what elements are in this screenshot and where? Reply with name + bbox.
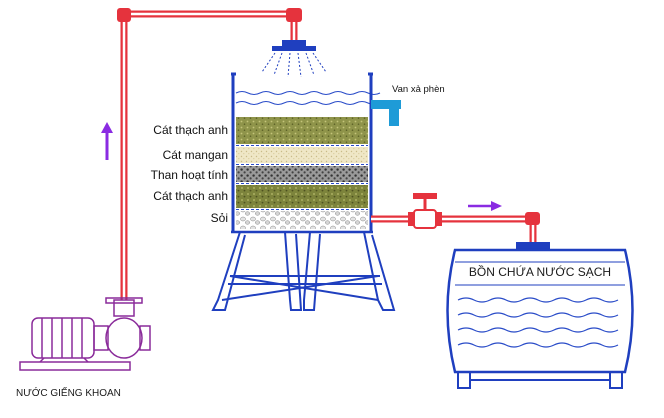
layer-label: Cát thạch anh [153,123,228,137]
pump-icon [19,297,151,371]
layer-quartz-sand [236,117,368,144]
pump-label: NƯỚC GIẾNG KHOAN [16,386,121,399]
flow-arrow-up-icon [101,122,113,160]
layer-label: Cát thạch anh [153,189,228,203]
layer-label: Than hoạt tính [151,168,228,182]
layer-labels: Cát thạch anh Cát mangan Than hoạt tính … [151,123,228,225]
layer-label: Cát mangan [163,148,228,162]
storage-tank [446,242,634,389]
sprinkler-icon [261,40,327,78]
drain-valve [371,100,401,126]
layer-quartz-sand-lower [236,185,368,208]
layer-manganese-sand [236,147,368,163]
layer-activated-carbon [236,166,368,182]
valve-label: Van xả phèn [392,84,445,95]
pipe-elbow [117,8,131,22]
tank-stand [211,231,396,311]
outlet-valve-icon [408,193,442,229]
tank-label: BỒN CHỨA NƯỚC SẠCH [469,264,611,279]
flow-arrow-right-icon [468,201,502,211]
inlet-pipe [117,8,302,300]
filter-tank [211,72,396,311]
layer-gravel [236,211,368,229]
layer-label: Sỏi [211,211,228,225]
tank-water-top [235,91,381,105]
outlet-pipe [371,212,540,245]
pipe-elbow [286,8,302,22]
